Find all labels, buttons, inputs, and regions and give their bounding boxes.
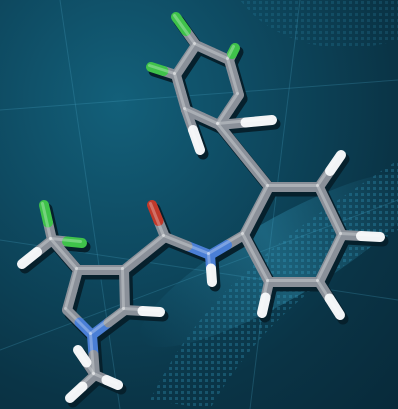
bond-highlight <box>41 202 52 240</box>
glow-streak <box>139 172 398 348</box>
bond-half <box>188 125 205 155</box>
bond-half <box>62 236 87 248</box>
bond-highlight <box>226 57 239 95</box>
bond-highlight <box>121 267 125 310</box>
bond-highlight <box>259 279 269 313</box>
bond-highlight <box>183 107 219 125</box>
bond-highlight <box>316 152 341 187</box>
bond-highlight <box>64 307 92 335</box>
bond-highlight <box>316 279 340 315</box>
bond-half <box>147 200 164 226</box>
bond-highlight <box>148 64 176 75</box>
bond-highlight <box>241 232 269 282</box>
bond-highlight <box>173 72 186 110</box>
bond-highlight <box>89 332 95 375</box>
bond-highlight <box>216 122 269 187</box>
bond-half <box>137 306 165 317</box>
dna-band-top <box>240 0 398 48</box>
bond-highlight <box>207 232 244 255</box>
bond-highlight <box>193 42 229 60</box>
bond-highlight <box>92 372 118 385</box>
bond-highlight <box>121 234 165 270</box>
bond-highlight <box>162 234 210 255</box>
bond-half <box>325 150 346 176</box>
bond-highlight <box>67 372 95 398</box>
bond-half <box>240 115 277 128</box>
bond-highlight <box>241 184 269 235</box>
bond-half <box>146 62 169 76</box>
bond-half <box>227 43 240 59</box>
bond-highlight <box>75 347 95 375</box>
bond-half <box>17 247 42 269</box>
bond-highlight <box>216 117 272 125</box>
bond-half <box>171 12 191 36</box>
bond-highlight <box>19 237 52 264</box>
bond-highlight <box>64 267 78 310</box>
bond-highlight <box>216 92 239 125</box>
bond-half <box>239 151 274 192</box>
bond-highlight <box>49 237 78 270</box>
bond-half <box>257 292 271 318</box>
bond-half <box>119 265 130 295</box>
bond-highlight <box>316 184 342 235</box>
bond-half <box>101 375 123 390</box>
bond-highlight <box>226 45 235 60</box>
bond-highlight <box>49 237 82 243</box>
bond-half <box>356 231 385 242</box>
bond-highlight <box>173 14 196 45</box>
bond-half <box>324 293 345 320</box>
bond-half <box>214 120 249 161</box>
bond-half <box>39 200 53 228</box>
bond-highlight <box>316 232 342 282</box>
bond-highlight <box>173 42 196 75</box>
bond-half <box>206 263 217 287</box>
bond-highlight <box>122 307 160 312</box>
bond-highlight <box>339 232 380 237</box>
bond-highlight <box>149 202 165 237</box>
bond-highlight <box>183 107 200 150</box>
bond-highlight <box>89 307 125 335</box>
bond-half <box>73 345 92 368</box>
bond-half <box>65 381 88 403</box>
bond-highlight <box>207 252 212 282</box>
bond-half <box>251 182 274 216</box>
